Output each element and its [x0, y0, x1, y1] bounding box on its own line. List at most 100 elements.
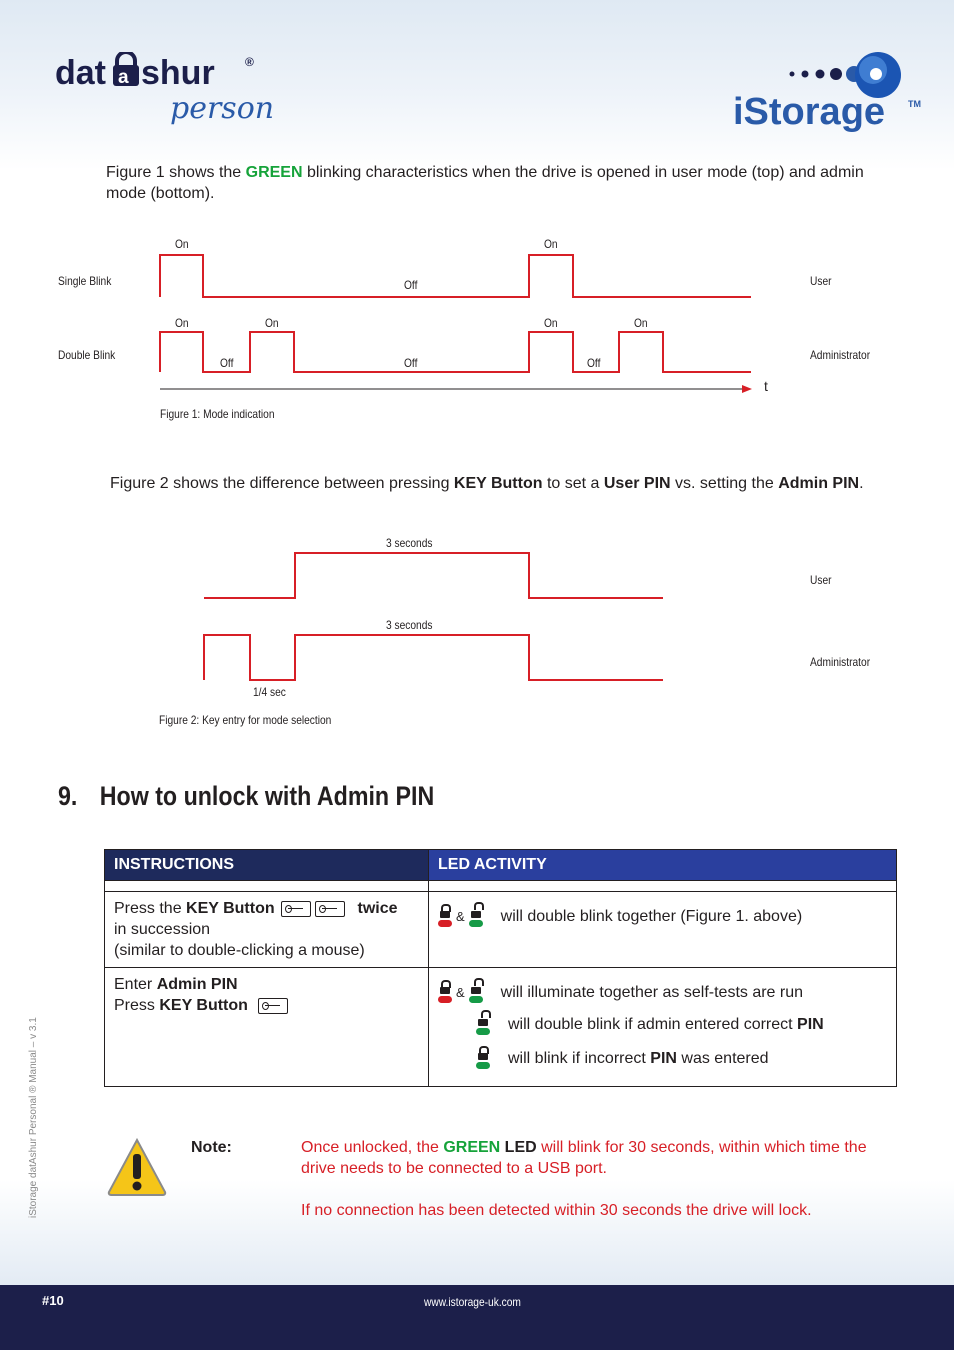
on-label: On	[634, 316, 648, 330]
double-blink-label: Double Blink	[58, 348, 116, 362]
svg-text:dat: dat	[55, 54, 106, 92]
section-title: How to unlock with Admin PIN	[99, 781, 435, 811]
on-label: On	[265, 316, 279, 330]
key-button-text: KEY Button	[159, 997, 248, 1014]
key-button-text: KEY Button	[186, 900, 275, 917]
off-label: Off	[220, 356, 234, 370]
user-key-waveform	[204, 552, 663, 599]
note-led: LED	[504, 1139, 537, 1156]
instructions-table: INSTRUCTIONS LED ACTIVITY Press the KEY …	[104, 849, 897, 1087]
led-text: was entered	[676, 1049, 769, 1067]
intro2-text: vs. setting the	[670, 475, 779, 492]
on-label: On	[175, 237, 189, 251]
header-background	[0, 0, 954, 170]
quarter-second-label: 1/4 sec	[253, 685, 286, 699]
intro2-admin-pin: Admin PIN	[778, 475, 860, 492]
user-label: User	[810, 274, 832, 288]
instruction-cell: Press the KEY Button twice in succession…	[104, 891, 429, 968]
led-cell: & will illuminate together as self-tests…	[428, 967, 897, 1087]
key-icon	[258, 997, 289, 1014]
led-cell: & will double blink together (Figure 1. …	[428, 891, 897, 968]
red-lock-icon	[438, 904, 452, 928]
table-row: Enter Admin PIN Press KEY Button & will …	[104, 967, 897, 1087]
instruction-text: Enter	[114, 976, 157, 993]
time-axis-label: t	[764, 378, 768, 394]
intro1-green: GREEN	[245, 164, 303, 181]
figure1-caption: Figure 1: Mode indication	[160, 407, 275, 421]
duration-label: 3 seconds	[386, 618, 433, 632]
green-lock-icon	[476, 1046, 490, 1070]
figure2-caption: Figure 2: Key entry for mode selection	[159, 713, 332, 727]
table-spacer-row	[104, 880, 897, 892]
green-lock-icon	[476, 1010, 491, 1036]
istorage-logo: iStorage TM	[730, 50, 925, 135]
svg-text:a: a	[118, 67, 129, 88]
single-blink-label: Single Blink	[58, 274, 112, 288]
table-header-row: INSTRUCTIONS LED ACTIVITY	[104, 849, 897, 881]
intro2-key-button: KEY Button	[453, 475, 543, 492]
note-text-1: Once unlocked, the GREEN LED will blink …	[301, 1139, 867, 1177]
on-label: On	[175, 316, 189, 330]
intro-paragraph-1: Figure 1 shows the GREEN blinking charac…	[106, 162, 876, 204]
footer-background	[0, 1180, 954, 1285]
instruction-cell: Enter Admin PIN Press KEY Button	[104, 967, 429, 1087]
time-axis-arrow	[742, 385, 752, 393]
twice-text: twice	[357, 900, 398, 917]
website-link[interactable]: www.istorage-uk.com	[424, 1295, 521, 1309]
green-lock-icon	[468, 978, 484, 1004]
intro2-text: .	[859, 475, 864, 492]
intro1-after: blinking characteristics when the drive …	[106, 164, 864, 202]
instruction-text: (similar to double-clicking a mouse)	[114, 942, 365, 959]
datashur-logo: dat a shur ® personal	[55, 50, 302, 127]
pin-text: PIN	[797, 1015, 824, 1033]
off-label: Off	[404, 278, 418, 292]
on-label: On	[544, 237, 558, 251]
svg-text:shur: shur	[141, 54, 215, 92]
footer-bar: #10 www.istorage-uk.com	[0, 1285, 954, 1350]
instructions-header: INSTRUCTIONS	[104, 849, 429, 881]
administrator-label: Administrator	[810, 348, 871, 362]
intro1-before: Figure 1 shows the	[106, 164, 246, 181]
double-blink-waveform	[159, 331, 751, 373]
side-manual-text: iStorage datAshur Personal ® Manual – v …	[28, 1017, 39, 1218]
figure1-diagram: Single Blink Double Blink User Administr…	[0, 230, 954, 430]
led-text: will double blink if admin entered corre…	[508, 1015, 798, 1033]
ampersand: &	[456, 984, 465, 1000]
note-green: GREEN	[443, 1139, 501, 1156]
instruction-text: Press	[114, 997, 160, 1014]
svg-text:personal: personal	[170, 91, 275, 126]
section-heading: 9. How to unlock with Admin PIN	[58, 781, 434, 812]
table-row: Press the KEY Button twice in succession…	[104, 891, 897, 968]
single-blink-waveform	[159, 254, 751, 298]
note-label: Note:	[191, 1139, 232, 1156]
svg-text:TM: TM	[908, 99, 921, 109]
warning-icon	[106, 1137, 168, 1197]
on-label: On	[544, 316, 558, 330]
off-label: Off	[587, 356, 601, 370]
red-lock-icon	[438, 980, 452, 1004]
off-label: Off	[404, 356, 418, 370]
duration-label: 3 seconds	[386, 536, 433, 550]
key-icon	[281, 900, 312, 917]
intro2-user-pin: User PIN	[603, 475, 671, 492]
user-label: User	[810, 573, 832, 587]
key-icon	[315, 900, 346, 917]
green-lock-icon	[468, 902, 484, 928]
ampersand: &	[456, 908, 465, 924]
figure2-diagram: 3 seconds 3 seconds 1/4 sec User Adminis…	[0, 530, 954, 730]
svg-text:iStorage: iStorage	[733, 91, 885, 133]
instruction-text: Press the	[114, 900, 187, 917]
svg-text:®: ®	[245, 55, 254, 69]
intro2-text: to set a	[542, 475, 604, 492]
intro2-text: Figure 2 shows the difference between pr…	[110, 475, 454, 492]
instruction-text: in succession	[114, 921, 211, 938]
note-text-2: If no connection has been detected withi…	[301, 1202, 812, 1219]
admin-pin-text: Admin PIN	[156, 976, 238, 993]
section-number: 9.	[58, 781, 78, 811]
led-text: will double blink together (Figure 1. ab…	[500, 907, 803, 925]
led-text: will blink if incorrect	[508, 1049, 651, 1067]
administrator-label: Administrator	[810, 655, 871, 669]
led-activity-header: LED ACTIVITY	[428, 849, 897, 881]
admin-key-waveform	[203, 634, 663, 681]
led-text: will illuminate together as self-tests a…	[500, 983, 804, 1001]
